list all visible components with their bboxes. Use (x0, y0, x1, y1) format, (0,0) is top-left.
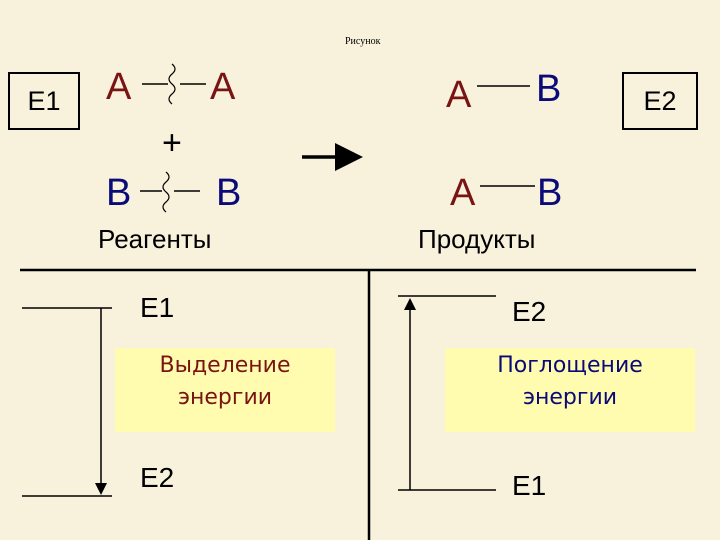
products-label: Продукты (418, 224, 536, 254)
energy-absorption-box: Поглощение энергии (445, 348, 695, 432)
product-b-bottom: B (537, 172, 563, 214)
product-b-top: B (536, 68, 562, 110)
reagent-b-right: B (216, 172, 242, 214)
figure-caption: Рисунок (345, 36, 381, 47)
reagent-a-right: A (210, 66, 236, 108)
bond-b-b (140, 171, 200, 213)
energy-release-line1: Выделение (159, 353, 291, 378)
bond-a-a (142, 63, 206, 105)
reagents-label: Реагенты (98, 224, 212, 254)
product-a-top: A (446, 74, 472, 116)
energy-release-line2: энергии (177, 385, 273, 410)
left-top-level-label: E1 (140, 292, 175, 323)
plus-sign: + (162, 124, 182, 162)
reagent-b-left: B (106, 172, 132, 214)
product-a-bottom: A (450, 172, 476, 214)
energy-release-box: Выделение энергии (115, 348, 335, 432)
reagent-a-left: A (106, 66, 132, 108)
right-top-level-label: E2 (512, 296, 547, 327)
energy-absorption-line2: энергии (522, 385, 618, 410)
energy-absorption-line1: Поглощение (497, 353, 643, 378)
e1-box: E1 (8, 72, 80, 130)
right-bottom-level-label: E1 (512, 470, 547, 501)
left-bottom-level-label: E2 (140, 462, 175, 493)
e2-box: E2 (622, 72, 698, 130)
